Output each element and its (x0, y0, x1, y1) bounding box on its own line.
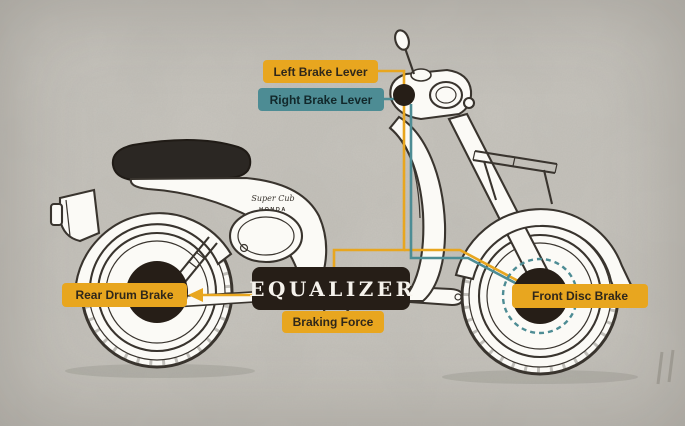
tail-light (49, 188, 101, 243)
svg-text:HONDA: HONDA (259, 207, 287, 213)
bike-body (129, 176, 328, 278)
connector-yellow-to-equalizer (332, 104, 406, 268)
label-left-brake-lever: Left Brake Lever (263, 60, 378, 83)
connector-teal-to-front (409, 104, 539, 297)
wall-marks (656, 349, 675, 385)
label-equalizer: EQUALIZER (249, 267, 412, 310)
svg-text:Super Cub: Super Cub (251, 194, 294, 203)
label-braking-force: Braking Force (282, 311, 384, 333)
ground-shadows (65, 364, 638, 384)
rear-fender (74, 212, 233, 288)
connector-left-lever-yellow (378, 69, 406, 86)
brake-lever-marker (393, 84, 415, 106)
luggage-rack (472, 149, 558, 205)
seat (111, 138, 252, 182)
connectors (188, 69, 539, 302)
arrow-to-rear-brake-head (188, 288, 203, 302)
label-rear-drum-brake: Rear Drum Brake (62, 283, 187, 307)
honda-logo: Super Cub HONDA (251, 194, 294, 213)
mirror (394, 29, 415, 75)
label-front-disc-brake: Front Disc Brake (512, 284, 648, 308)
label-right-brake-lever: Right Brake Lever (258, 88, 384, 111)
connector-yellow-to-front (404, 248, 538, 293)
